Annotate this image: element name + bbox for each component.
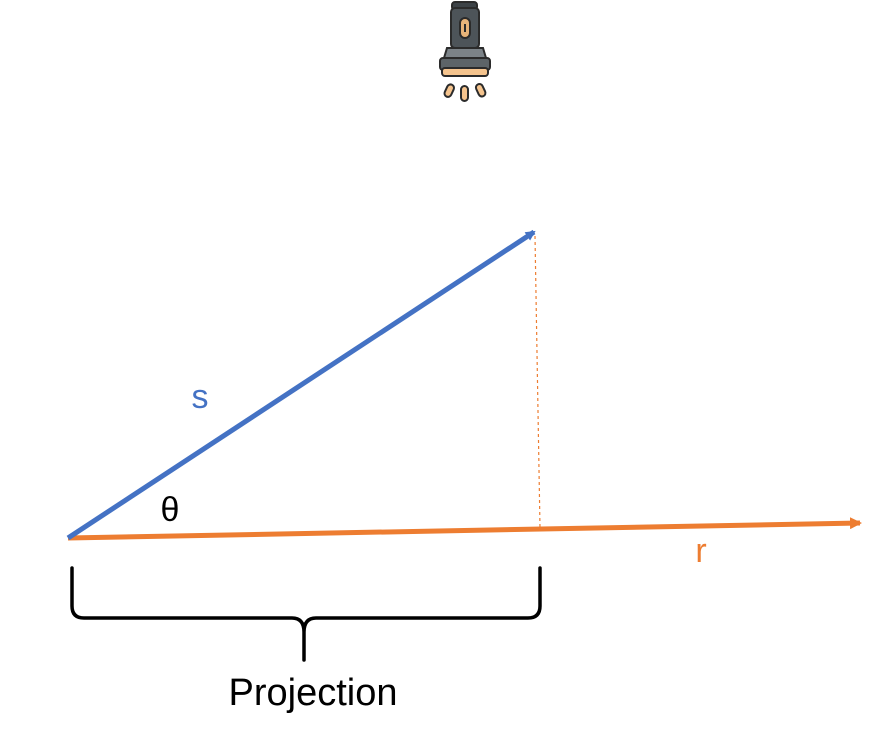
- projection-drop-line: [534, 235, 541, 529]
- vector-r: [67, 517, 862, 541]
- projection-brace: [70, 566, 542, 662]
- projection-label: Projection: [229, 672, 398, 714]
- vector-r-label: r: [695, 532, 706, 570]
- vector-s: [66, 229, 536, 541]
- angle-theta-label: θ: [161, 491, 180, 529]
- flashlight-icon: [439, 1, 491, 102]
- vector-s-label: s: [192, 378, 209, 416]
